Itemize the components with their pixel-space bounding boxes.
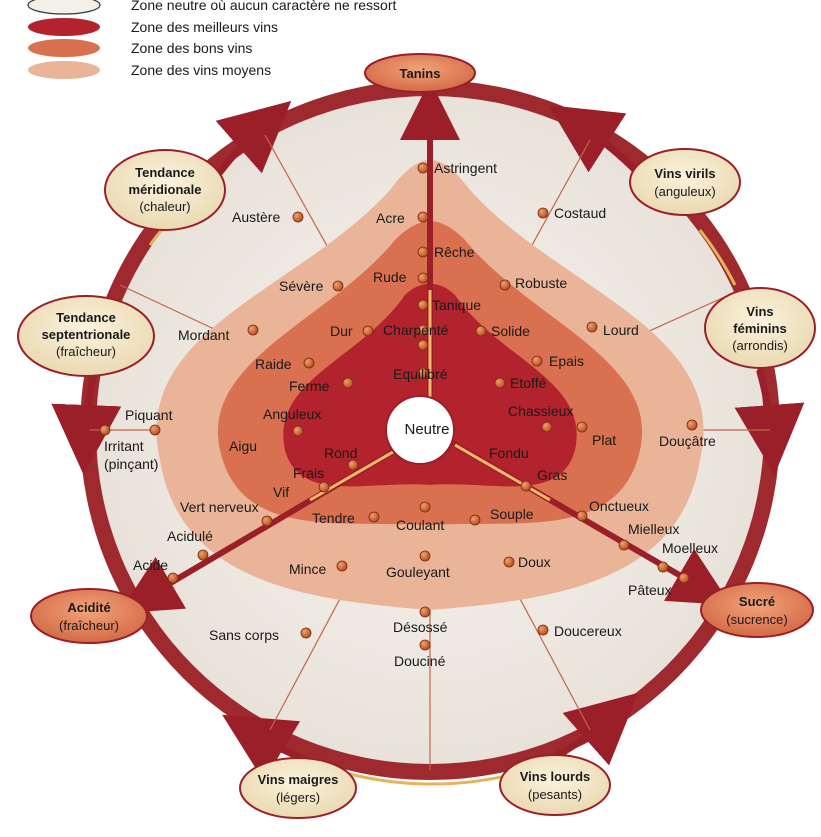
legend-label-best: Zone des meilleurs vins [131, 19, 278, 35]
badges: Tanins Tendance méridionale (chaleur) Vi… [17, 53, 816, 819]
term-doux: Doux [518, 554, 551, 570]
term-lourd: Lourd [603, 322, 639, 338]
svg-text:(légers): (légers) [276, 790, 320, 805]
legend-swatch-neutral [27, 0, 101, 15]
wheel: Neutre [51, 80, 805, 786]
center-label: Neutre [404, 421, 449, 438]
center-neutral-zone [385, 395, 455, 465]
term-doucine: Douciné [394, 653, 446, 669]
term-irritant: Irritant [104, 438, 144, 454]
svg-text:Vins: Vins [746, 304, 773, 319]
badge-sucre: Sucré (sucrence) [700, 582, 814, 638]
term-doucatre: Douçâtre [659, 433, 716, 449]
svg-text:(fraîcheur): (fraîcheur) [56, 344, 116, 359]
term-epais: Epais [549, 353, 584, 369]
term-acide: Acide [133, 557, 168, 573]
svg-text:Tendance: Tendance [56, 310, 116, 325]
term-raide: Raide [255, 356, 292, 372]
badge-tanins: Tanins [364, 53, 476, 93]
svg-text:Vins maigres: Vins maigres [258, 772, 339, 787]
svg-text:(arrondis): (arrondis) [732, 338, 788, 353]
legend: Zone neutre où aucun caractère ne ressor… [27, 0, 396, 79]
legend-label-average: Zone des vins moyens [131, 62, 271, 78]
term-vif: Vif [273, 484, 289, 500]
term-astringent: Astringent [434, 160, 497, 176]
svg-text:Acidité: Acidité [67, 600, 110, 615]
legend-label-good: Zone des bons vins [131, 40, 252, 56]
svg-text:(sucrence): (sucrence) [726, 612, 787, 627]
term-rude: Rude [373, 269, 407, 285]
svg-text:féminins: féminins [733, 321, 786, 336]
term-doucereux: Doucereux [554, 623, 622, 639]
term-piquant: Piquant [125, 407, 173, 423]
term-chassieux: Chassieux [508, 403, 573, 419]
term-solide: Solide [491, 323, 530, 339]
legend-swatch-best [28, 18, 100, 36]
term-mielleux: Mielleux [628, 521, 679, 537]
axis-sucre-glow [454, 443, 551, 502]
rim-arrow-top-left [215, 100, 292, 176]
term-souple: Souple [490, 506, 534, 522]
term-pincant: (pinçant) [104, 456, 158, 472]
term-sans-corps: Sans corps [209, 627, 279, 643]
legend-swatch-good [28, 39, 100, 57]
badge-tendance-septentrionale: Tendance septentrionale (fraîcheur) [17, 295, 155, 377]
term-mince: Mince [289, 561, 327, 577]
term-acidule: Acidulé [167, 528, 213, 544]
badge-vins-lourds: Vins lourds (pesants) [499, 754, 611, 816]
term-markers [99, 162, 698, 651]
term-moelleux: Moelleux [662, 540, 718, 556]
term-desosse: Désossé [393, 619, 448, 635]
term-pateux: Pâteux [628, 582, 672, 598]
term-rond: Rond [324, 445, 357, 461]
svg-text:Tendance: Tendance [135, 165, 195, 180]
term-costaud: Costaud [554, 205, 606, 221]
svg-text:septentrionale: septentrionale [42, 327, 131, 342]
badge-vins-virils: Vins virils (anguleux) [629, 148, 741, 216]
term-anguleux: Anguleux [263, 406, 321, 422]
term-etoffe: Etoffé [510, 375, 547, 391]
svg-text:(anguleux): (anguleux) [654, 184, 715, 199]
term-ferme: Ferme [289, 378, 330, 394]
term-plat: Plat [592, 432, 616, 448]
term-onctueux: Onctueux [589, 498, 649, 514]
term-labels: Astringent Acre Rêche Rude Tanique Charp… [104, 160, 718, 669]
term-gouleyant: Gouleyant [386, 564, 450, 580]
term-austere: Austère [232, 209, 280, 225]
term-charpente: Charpenté [383, 322, 449, 338]
term-robuste: Robuste [515, 275, 567, 291]
svg-text:Vins lourds: Vins lourds [520, 769, 591, 784]
badge-vins-feminins: Vins féminins (arrondis) [704, 287, 816, 369]
term-dur: Dur [330, 323, 353, 339]
term-aigu: Aigu [229, 438, 257, 454]
svg-text:(chaleur): (chaleur) [139, 199, 190, 214]
rim-arrow-right [734, 368, 805, 475]
legend-swatch-average [28, 61, 100, 79]
term-acre: Acre [376, 210, 405, 226]
term-fondu: Fondu [489, 445, 529, 461]
svg-text:Vins virils: Vins virils [654, 166, 715, 181]
term-severe: Sévère [279, 278, 324, 294]
badge-tendance-meridionale: Tendance méridionale (chaleur) [104, 149, 226, 231]
svg-text:Sucré: Sucré [739, 594, 775, 609]
term-tendre: Tendre [312, 510, 355, 526]
badge-acidite: Acidité (fraîcheur) [30, 588, 148, 644]
term-gras: Gras [537, 467, 567, 483]
term-equilibre: Equilibré [393, 366, 448, 382]
svg-text:Tanins: Tanins [400, 66, 441, 81]
svg-text:méridionale: méridionale [129, 182, 202, 197]
svg-text:(pesants): (pesants) [528, 787, 582, 802]
term-mordant: Mordant [178, 327, 229, 343]
term-coulant: Coulant [396, 517, 444, 533]
term-frais: Frais [293, 465, 324, 481]
term-reche: Rêche [434, 244, 475, 260]
badge-vins-maigres: Vins maigres (légers) [239, 757, 357, 819]
term-tanique: Tanique [432, 297, 481, 313]
svg-text:(fraîcheur): (fraîcheur) [59, 618, 119, 633]
term-vert-nerveux: Vert nerveux [180, 499, 259, 515]
legend-label-neutral: Zone neutre où aucun caractère ne ressor… [131, 0, 396, 13]
